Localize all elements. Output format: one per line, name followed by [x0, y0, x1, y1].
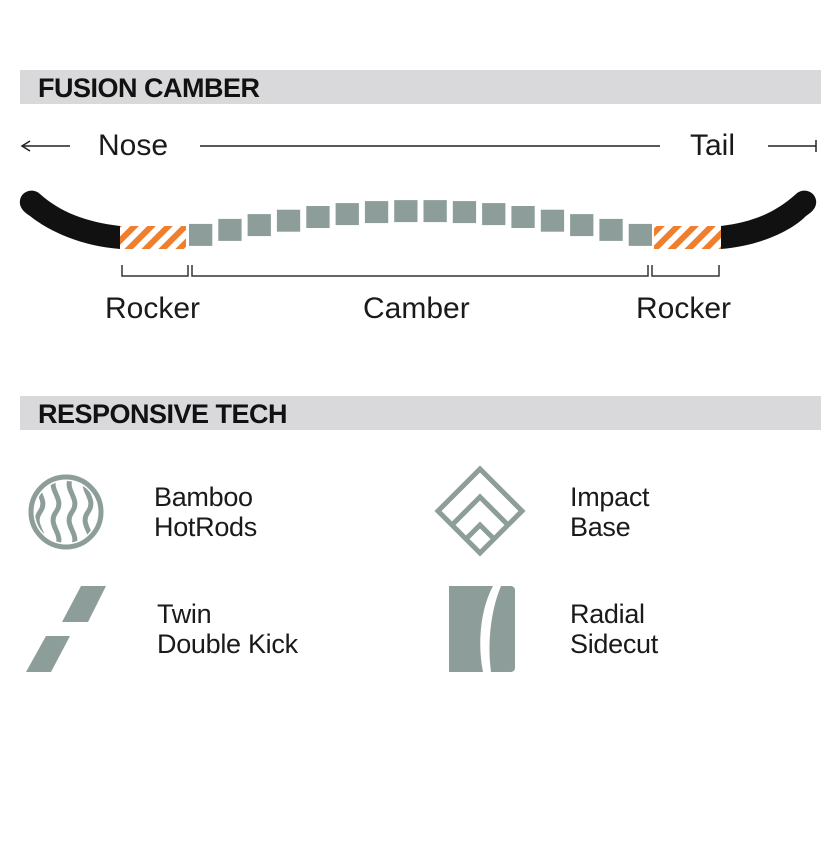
camber-profile-diagram: [19, 140, 817, 277]
tail-tip: [721, 190, 817, 249]
camber-segment: [482, 203, 506, 226]
feature-line: Impact: [570, 482, 650, 512]
camber-segment: [452, 201, 477, 224]
camber-segment: [394, 200, 418, 223]
bracket-rocker-left: [121, 265, 189, 277]
feature-twin-double-kick: Twin Double Kick: [157, 599, 298, 659]
rocker-right-label: Rocker: [636, 292, 732, 325]
camber-segments: [189, 200, 652, 246]
section-header-tech: RESPONSIVE TECH: [20, 396, 821, 430]
camber-segment: [628, 223, 652, 246]
camber-segment: [189, 223, 213, 246]
feature-impact-base: Impact Base: [570, 482, 650, 542]
impact-base-icon: [434, 465, 526, 557]
camber-segment: [335, 203, 359, 226]
camber-segment: [540, 209, 565, 232]
feature-bamboo-hotrods: Bamboo HotRods: [154, 482, 257, 542]
camber-label: Camber: [363, 292, 470, 325]
camber-segment: [247, 214, 271, 237]
nose-label: Nose: [98, 129, 169, 162]
bracket-camber: [191, 265, 649, 277]
camber-segment: [306, 206, 330, 228]
rocker-zone-right: [654, 226, 721, 249]
rocker-zone-left: [120, 226, 186, 249]
feature-radial-sidecut: Radial Sidecut: [570, 599, 658, 659]
twin-double-kick-icon: [26, 586, 106, 672]
section-header-camber: FUSION CAMBER: [20, 70, 821, 104]
tail-label: Tail: [690, 129, 736, 162]
bracket-rocker-right: [651, 265, 720, 277]
camber-segment: [423, 200, 447, 223]
camber-segment: [599, 218, 623, 241]
section-title: FUSION CAMBER: [38, 73, 260, 103]
radial-sidecut-icon: [449, 586, 515, 672]
camber-segment: [218, 218, 242, 241]
bamboo-hotrods-icon: [28, 474, 104, 550]
camber-segment: [511, 206, 535, 228]
feature-line: Bamboo: [154, 482, 253, 512]
feature-line: Base: [570, 512, 631, 542]
rocker-left-label: Rocker: [105, 292, 201, 325]
camber-segment: [570, 214, 594, 237]
camber-segment: [364, 201, 389, 224]
feature-line: Sidecut: [570, 629, 658, 659]
nose-arrow: [20, 140, 70, 152]
feature-line: Twin: [157, 599, 212, 629]
nose-tip: [19, 190, 121, 249]
feature-line: Double Kick: [157, 629, 298, 659]
feature-line: HotRods: [154, 512, 257, 542]
tail-arrow: [768, 140, 817, 152]
section-title: RESPONSIVE TECH: [38, 399, 288, 429]
camber-segment: [276, 209, 301, 232]
feature-line: Radial: [570, 599, 645, 629]
